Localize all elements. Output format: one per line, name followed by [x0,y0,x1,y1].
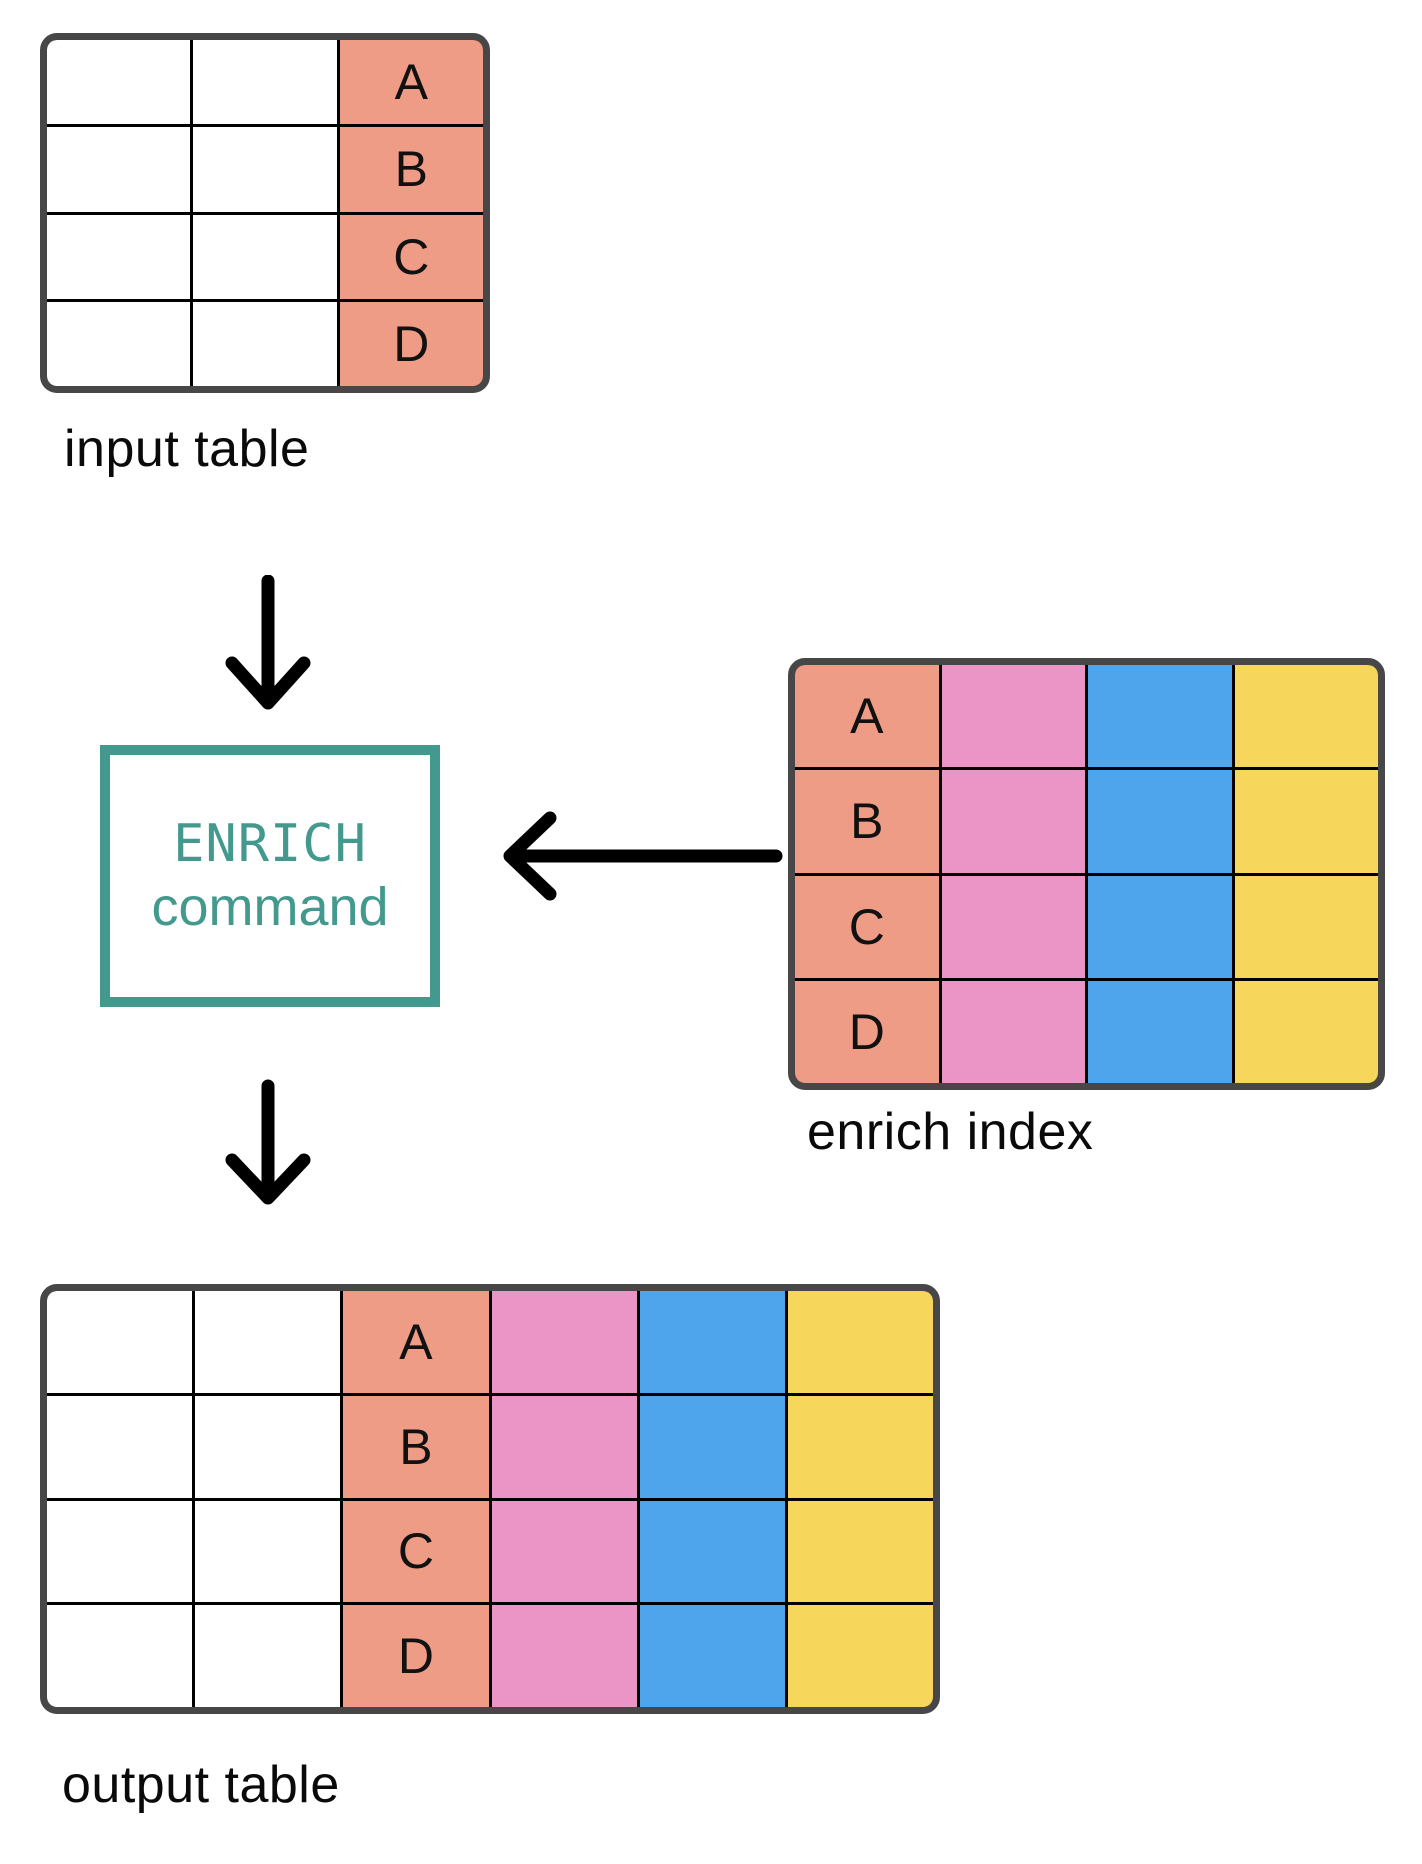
input-cell-key: A [339,40,483,125]
output-cell-empty [47,1395,193,1498]
enrich-cell-pink [941,770,1085,873]
output-cell-yellow [787,1395,933,1498]
output-cell-key: B [343,1395,489,1498]
input-cell-empty [47,301,191,386]
enrich-cell-pink [941,980,1085,1083]
enrich-cell-yellow [1234,665,1378,768]
enrich-index-label: enrich index [807,1103,1094,1161]
output-cell-pink [491,1395,637,1498]
enrich-cell-key: B [795,770,939,873]
enrich-command-word: command [151,877,389,937]
enrich-command-keyword: ENRICH [173,814,367,874]
input-cell-empty [193,301,337,386]
output-cell-pink [491,1605,637,1707]
enrich-command-box: ENRICH command [100,745,440,1007]
enrich-cell-yellow [1234,980,1378,1083]
output-cell-empty [195,1395,341,1498]
output-cell-pink [491,1500,637,1603]
enrich-cell-yellow [1234,770,1378,873]
enrich-cell-yellow [1234,875,1378,978]
output-cell-empty [195,1291,341,1393]
output-table: A B C D [40,1284,940,1714]
enrich-cell-key: D [795,980,939,1083]
input-table: A B C D [40,33,490,393]
enrich-cell-key: C [795,875,939,978]
enrich-cell-blue [1088,980,1232,1083]
down-arrow-icon [225,1079,311,1205]
input-cell-empty [193,40,337,125]
enrich-cell-pink [941,875,1085,978]
output-cell-yellow [787,1605,933,1707]
output-cell-blue [639,1605,785,1707]
output-cell-empty [47,1500,193,1603]
enrich-cell-key: A [795,665,939,768]
down-arrow-icon [225,575,311,710]
output-cell-yellow [787,1291,933,1393]
output-cell-empty [47,1605,193,1707]
input-cell-key: C [339,214,483,299]
input-cell-key: D [339,301,483,386]
input-cell-empty [193,214,337,299]
output-cell-key: C [343,1500,489,1603]
input-cell-key: B [339,127,483,212]
input-cell-empty [47,214,191,299]
input-cell-empty [47,127,191,212]
enrich-cell-blue [1088,770,1232,873]
input-cell-empty [193,127,337,212]
enrich-cell-blue [1088,665,1232,768]
output-cell-empty [195,1605,341,1707]
input-table-label: input table [64,420,310,478]
input-cell-empty [47,40,191,125]
output-cell-blue [639,1500,785,1603]
output-cell-blue [639,1395,785,1498]
output-table-label: output table [62,1756,340,1814]
enrich-index-table: A B C D [788,658,1385,1090]
output-cell-pink [491,1291,637,1393]
output-cell-empty [47,1291,193,1393]
output-cell-key: A [343,1291,489,1393]
output-cell-blue [639,1291,785,1393]
output-cell-yellow [787,1500,933,1603]
output-cell-empty [195,1500,341,1603]
enrich-cell-blue [1088,875,1232,978]
output-cell-key: D [343,1605,489,1707]
enrich-cell-pink [941,665,1085,768]
left-arrow-icon [503,811,783,901]
